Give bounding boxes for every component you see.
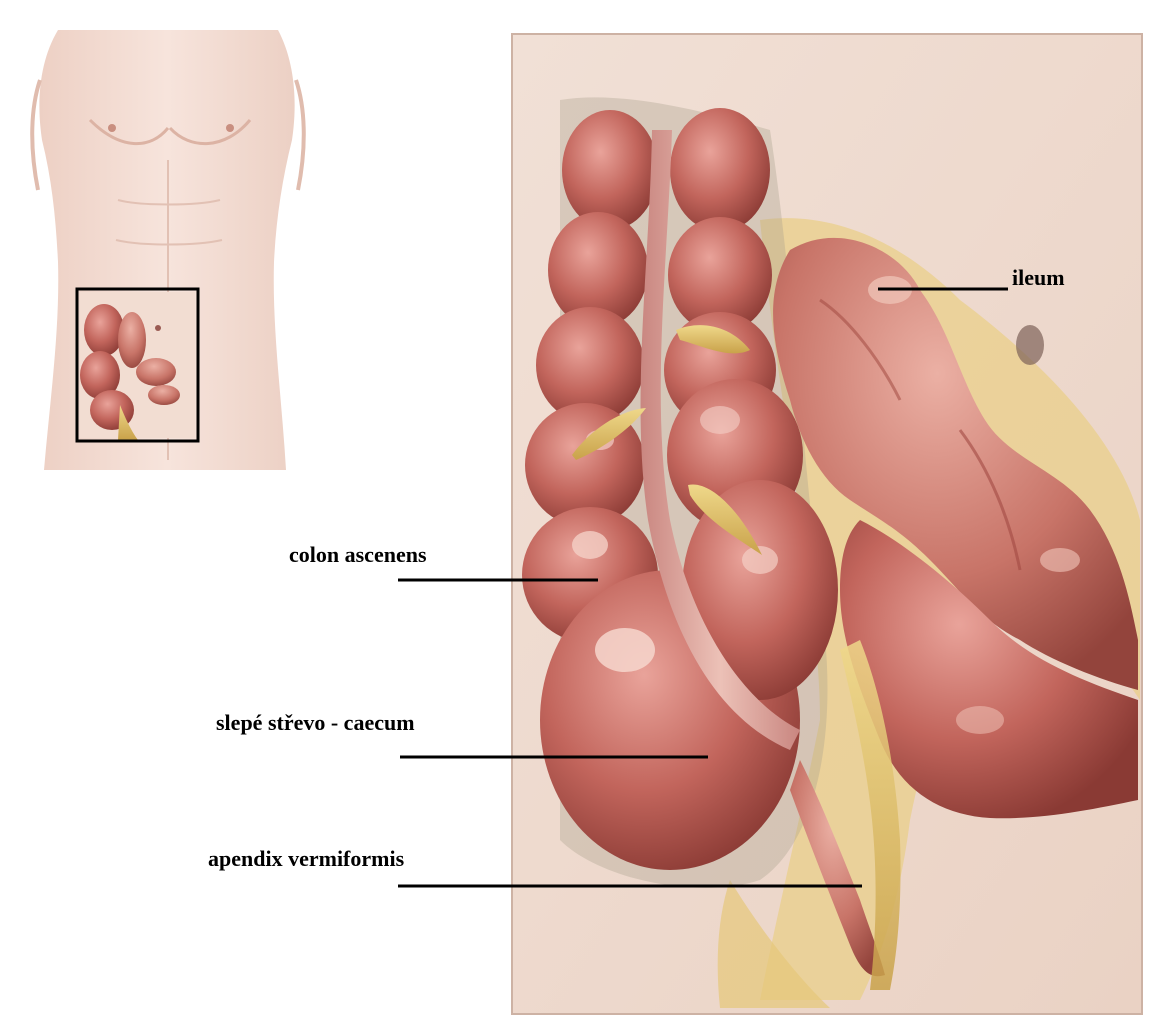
mini-intestine	[80, 292, 195, 440]
label-caecum: slepé střevo - caecum	[216, 712, 415, 734]
navel	[1016, 325, 1044, 365]
label-appendix: apendix vermiformis	[208, 848, 404, 870]
label-ileum: ileum	[1012, 267, 1065, 289]
torso-thumbnail	[32, 30, 304, 470]
anatomy-panel	[512, 34, 1142, 1014]
label-colon-ascendens: colon ascenens	[289, 544, 427, 566]
